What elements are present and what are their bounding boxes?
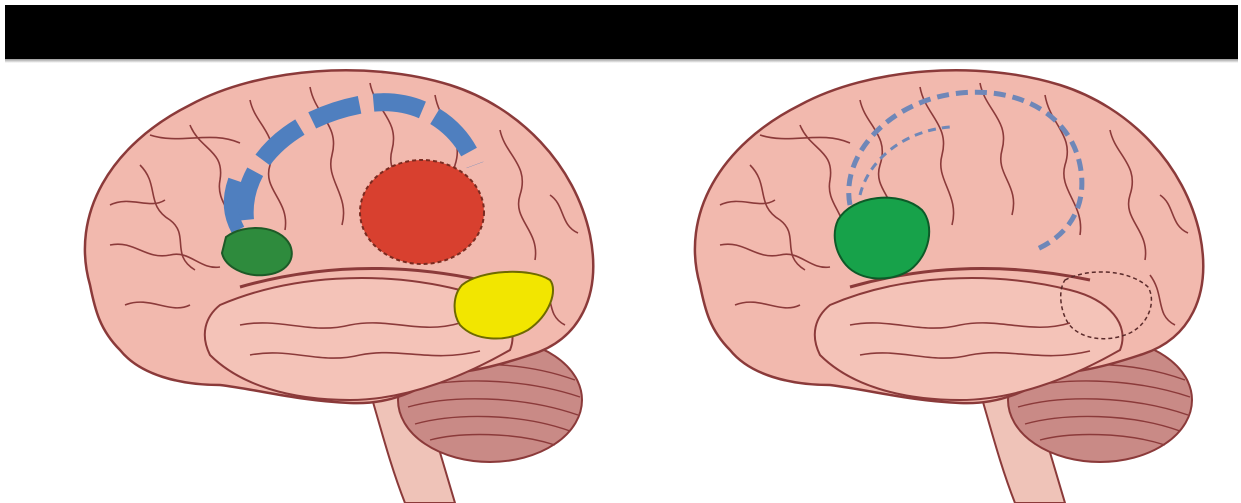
top-black-bar [5, 5, 1238, 59]
brain-left-svg [50, 55, 610, 503]
brain-illustration-left [50, 55, 610, 503]
blue-pathway-descending [231, 180, 238, 230]
green-region [835, 198, 929, 279]
brain-right-svg [660, 55, 1220, 503]
green-region [222, 228, 292, 275]
brain-illustration-right [660, 55, 1220, 503]
red-region [360, 160, 484, 264]
